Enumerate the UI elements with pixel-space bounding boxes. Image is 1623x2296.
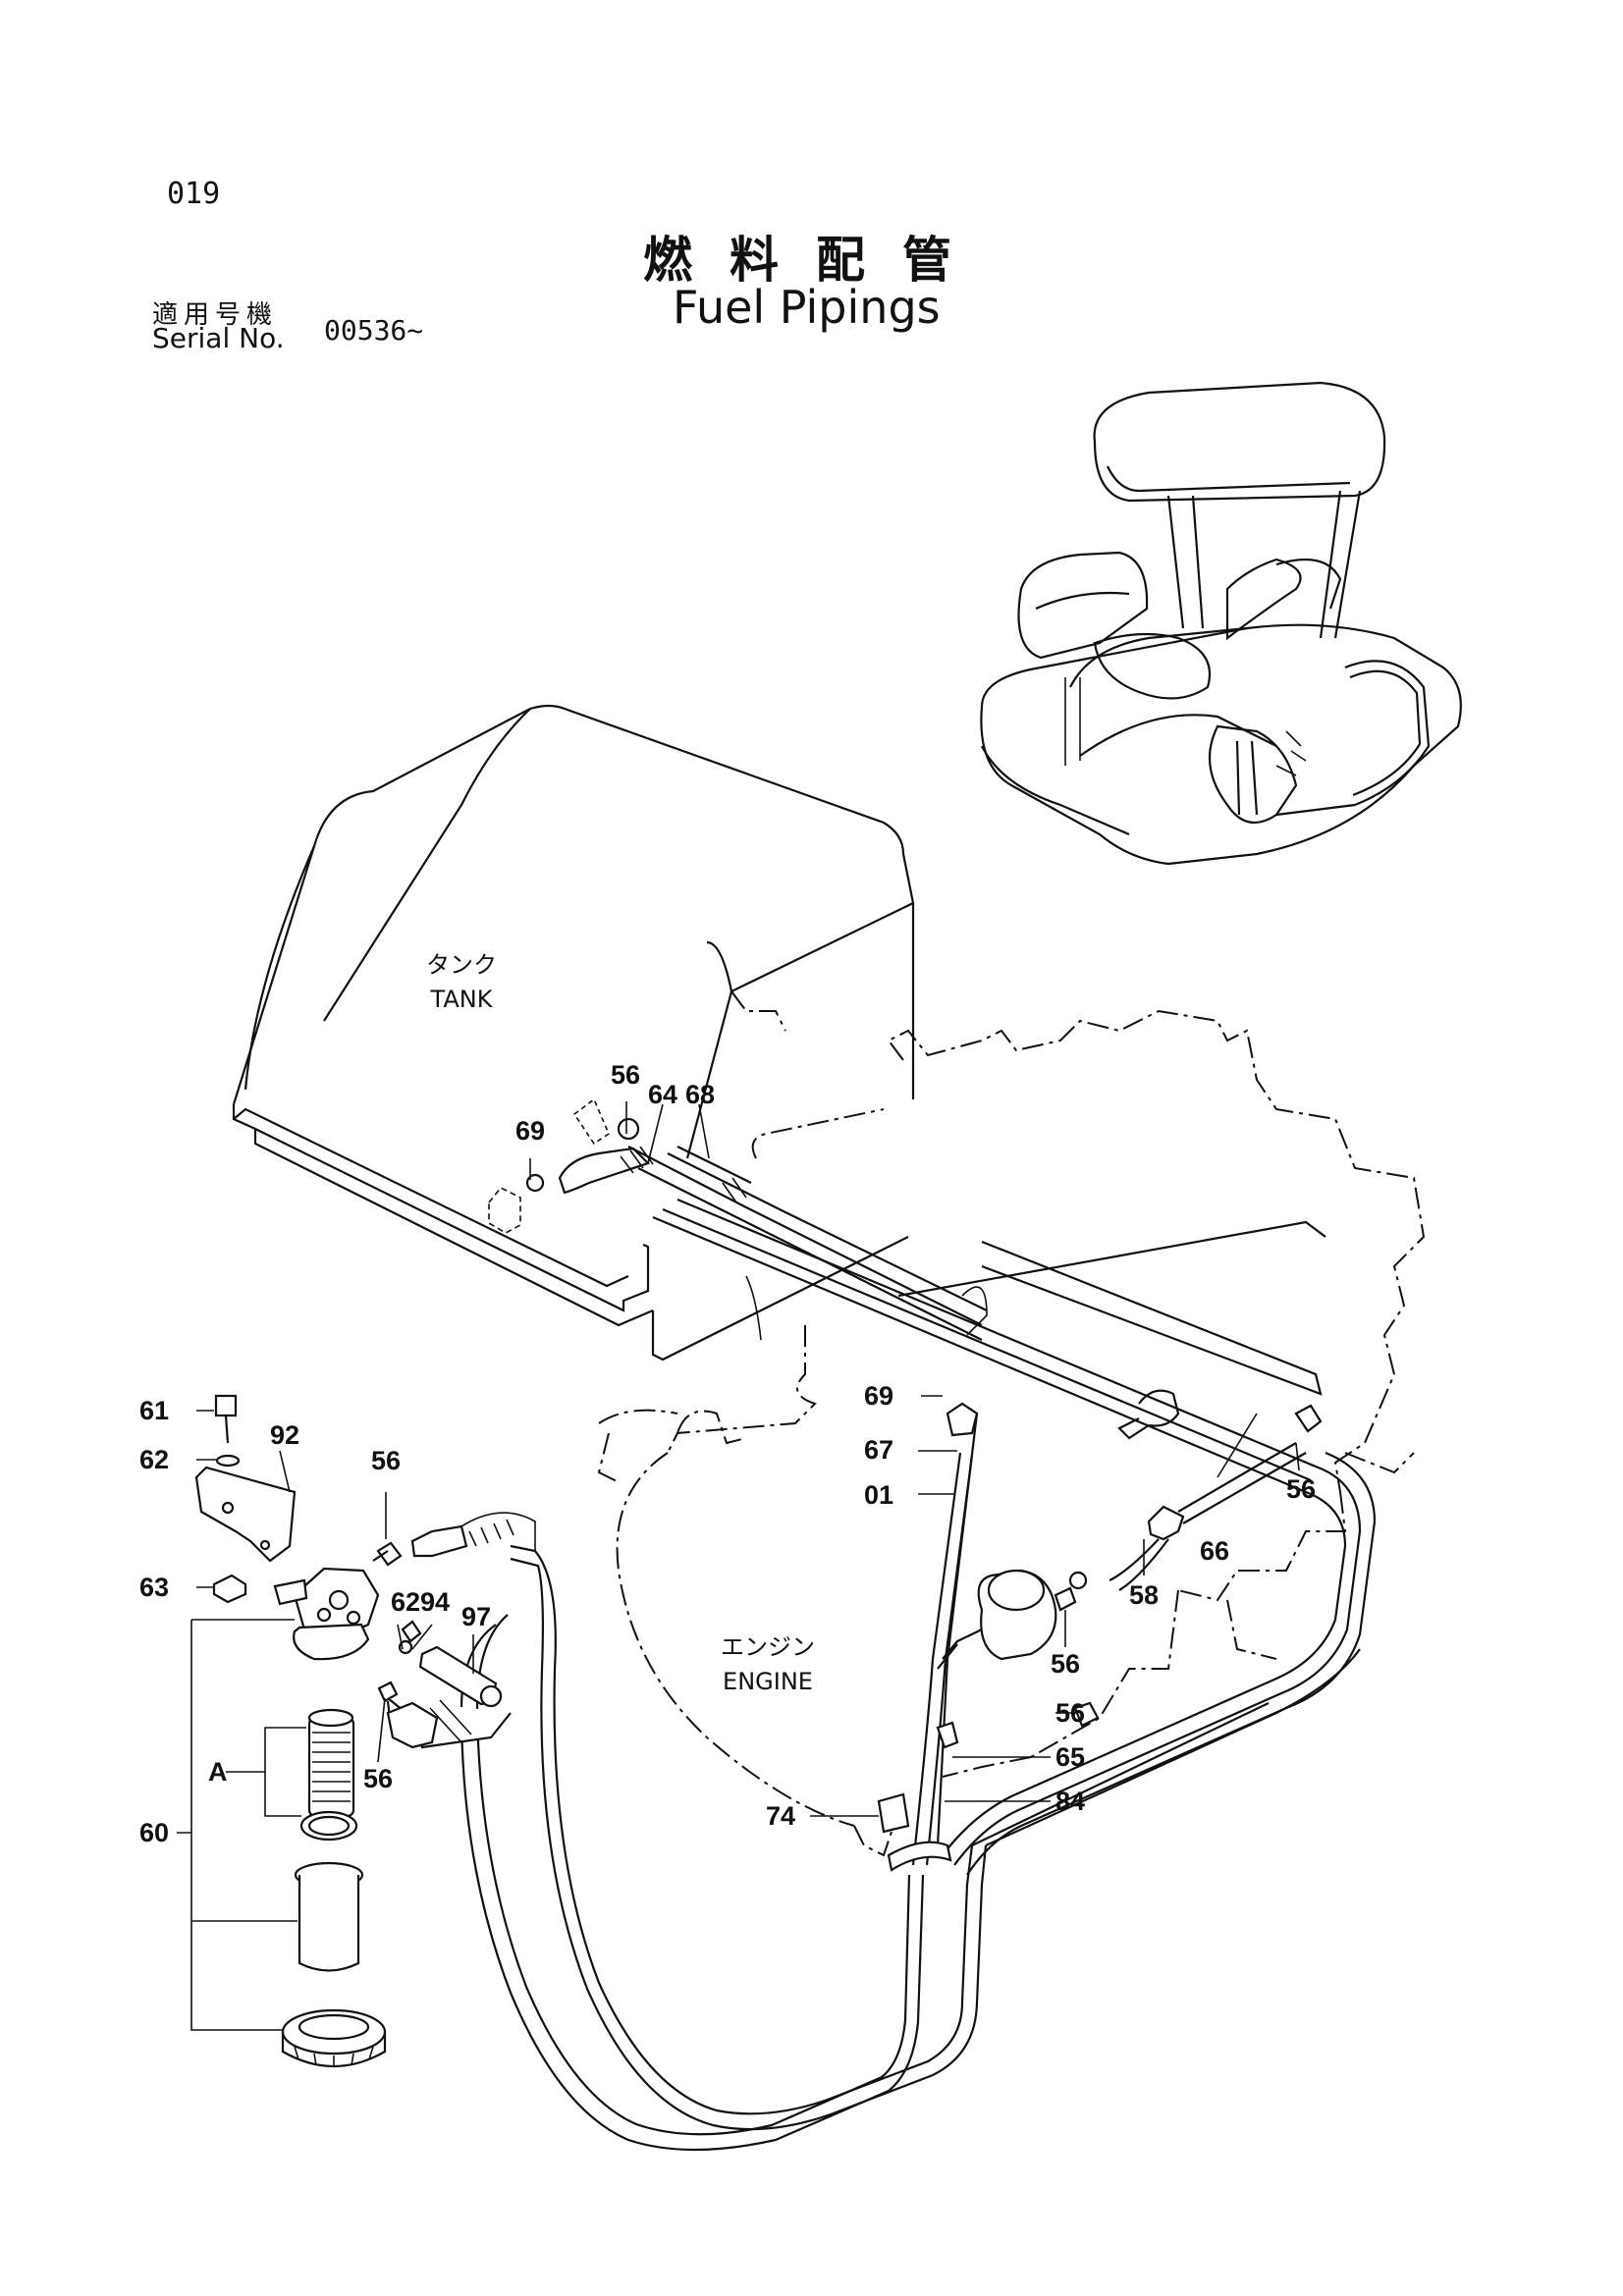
callout-69-tank: 69	[515, 1116, 546, 1146]
callout-63: 63	[139, 1573, 170, 1602]
tank-label-japanese: タンク	[426, 951, 497, 979]
fuel-filter-assembly	[194, 1394, 536, 2067]
callout-84: 84	[1055, 1787, 1086, 1816]
tank-label-english: TANK	[430, 986, 493, 1013]
callout-94: 94	[420, 1587, 451, 1617]
callout-62-left: 62	[139, 1445, 170, 1474]
callout-56-right-bracket: 56	[1286, 1474, 1317, 1504]
callout-56-clamp: 56	[1055, 1698, 1086, 1728]
callout-leader-lines	[177, 1101, 1300, 2031]
fuel-pump-components	[877, 1389, 1323, 1872]
callout-01: 01	[864, 1480, 894, 1510]
callout-62-mid: 62	[391, 1587, 421, 1617]
serial-label-english: Serial No.	[152, 322, 285, 354]
engine-label-english: ENGINE	[723, 1668, 813, 1695]
fuel-hoses	[460, 1413, 1361, 2152]
callout-56-filter-bottom: 56	[363, 1764, 394, 1793]
tank-outlet-fittings	[525, 1097, 988, 1341]
page-number: 019	[167, 177, 221, 211]
callout-69-line: 69	[864, 1381, 894, 1411]
callout-66: 66	[1200, 1536, 1230, 1566]
serial-label-japanese: 適用号機	[152, 300, 279, 330]
callout-56-pump: 56	[1051, 1649, 1081, 1679]
callout-97: 97	[461, 1602, 492, 1631]
machine-overview-illustration	[980, 381, 1462, 866]
callout-68: 68	[685, 1080, 716, 1109]
callout-65: 65	[1055, 1742, 1086, 1772]
title-english: Fuel Pipings	[673, 281, 941, 334]
callout-56-tank: 56	[611, 1060, 641, 1090]
serial-number-value: 00536~	[324, 314, 424, 347]
callout-58: 58	[1129, 1580, 1160, 1610]
callout-60: 60	[139, 1818, 170, 1847]
frame-rails	[652, 1198, 1377, 1876]
engine-outline	[597, 990, 1426, 1857]
title-japanese: 燃料配管	[643, 232, 989, 289]
callout-A: A	[208, 1757, 228, 1787]
callout-61: 61	[139, 1396, 170, 1425]
callout-67: 67	[864, 1435, 894, 1465]
fuel-tank-illustration	[232, 704, 915, 1362]
callout-74: 74	[766, 1801, 796, 1831]
engine-label-japanese: エンジン	[721, 1633, 815, 1661]
callout-92: 92	[270, 1420, 300, 1450]
callout-64: 64	[648, 1080, 678, 1109]
callout-56-filter-top: 56	[371, 1446, 402, 1475]
